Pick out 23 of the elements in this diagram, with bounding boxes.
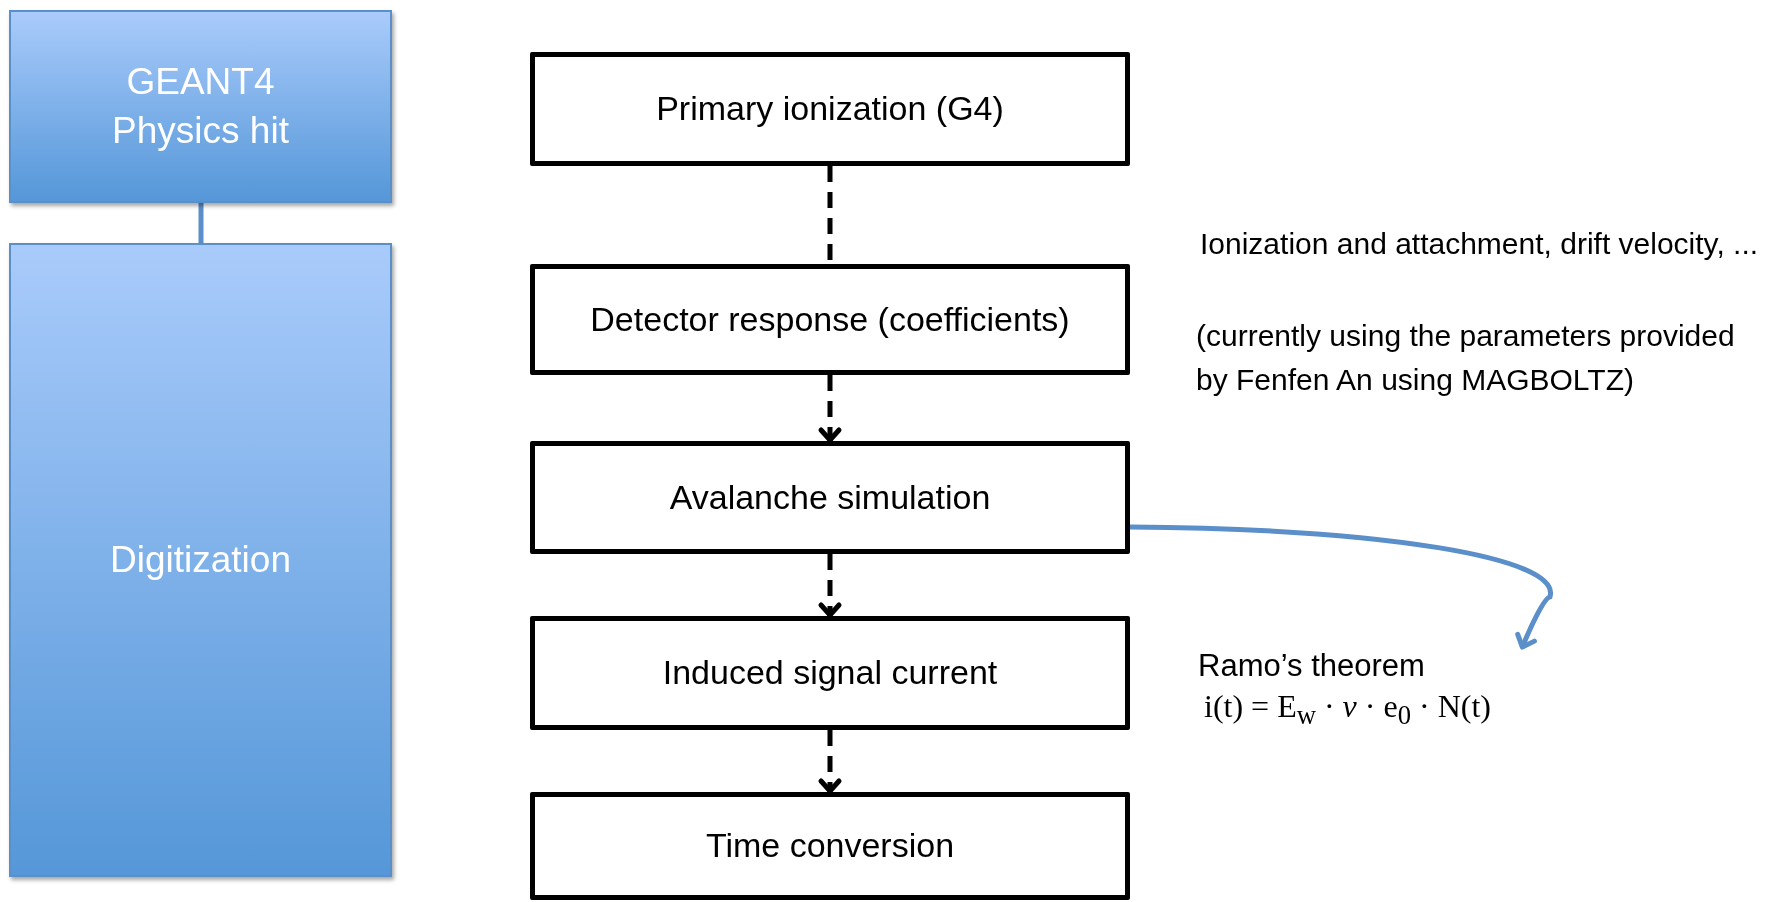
theorem-label: Ramo’s theorem [1198, 648, 1425, 684]
formula-text: i(t) = E$_{w}$ · ν · e$_{0}$ · N(t) [1204, 688, 1491, 732]
stage-box [9, 10, 392, 203]
connector-line [198, 203, 204, 243]
step-label: Induced signal current [662, 652, 998, 694]
process-box [530, 792, 1130, 900]
step-label: Detector response (coefficients) [590, 298, 1070, 340]
process-box [530, 441, 1130, 554]
process-box [530, 264, 1130, 375]
stage-label: Digitization [110, 537, 291, 582]
step-label: Primary ionization (G4) [656, 88, 1004, 130]
stage-box [9, 243, 392, 877]
arrow [818, 730, 842, 794]
note-text: Ionization and attachment, drift velocity, ... [1200, 226, 1760, 262]
note-text: (currently using the parameters provided by Fenfen An using MAGBOLTZ) [1196, 318, 1736, 398]
step-label: Time conversion [705, 825, 955, 867]
process-box [530, 52, 1130, 166]
arrow [1129, 524, 1553, 650]
stage-label: GEANT4 Physics hit [111, 60, 290, 153]
step-label: Avalanche simulation [669, 476, 991, 518]
arrow [818, 375, 842, 443]
process-box [530, 616, 1130, 730]
arrow [818, 554, 842, 618]
